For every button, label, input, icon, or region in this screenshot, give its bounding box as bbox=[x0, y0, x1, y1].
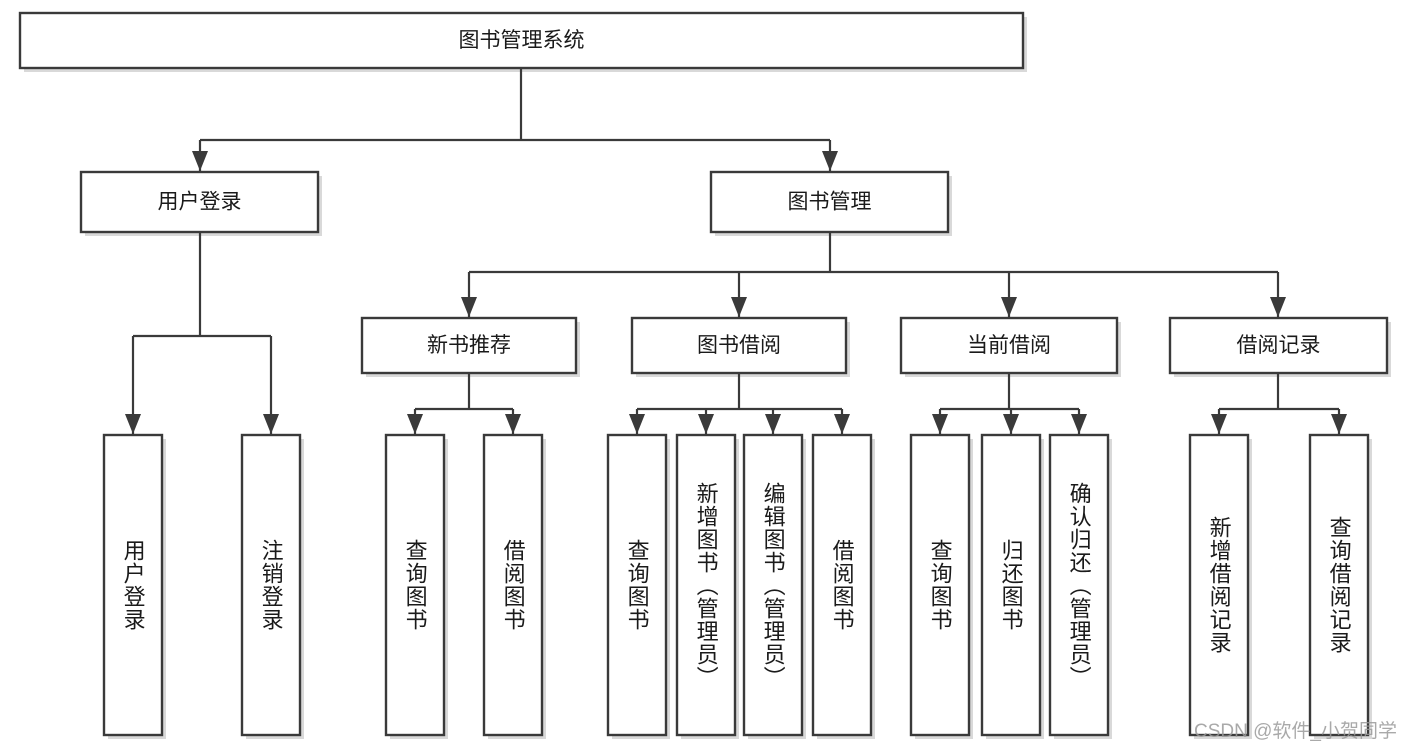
node-leaf-4[interactable] bbox=[606, 433, 668, 737]
node-label: 当前借阅 bbox=[967, 334, 1051, 357]
arrow-head-icon bbox=[1211, 414, 1227, 434]
node-label: 图书借阅 bbox=[697, 334, 781, 357]
node-level2-3[interactable] bbox=[1168, 316, 1389, 375]
arrow-head-icon bbox=[505, 414, 521, 434]
arrow-head-icon bbox=[765, 414, 781, 434]
node-leaf-12[interactable] bbox=[1308, 433, 1370, 737]
node-label: 用户登录 bbox=[158, 191, 242, 214]
arrow-head-icon bbox=[192, 151, 208, 171]
arrow-head-icon bbox=[1331, 414, 1347, 434]
node-level1-0[interactable] bbox=[79, 170, 320, 234]
arrow-head-icon bbox=[822, 151, 838, 171]
arrow-head-icon bbox=[461, 297, 477, 317]
arrow-head-icon bbox=[263, 414, 279, 434]
node-leaf-3[interactable] bbox=[482, 433, 544, 737]
node-label: 图书管理 bbox=[788, 191, 872, 214]
node-leaf-0[interactable] bbox=[102, 433, 164, 737]
node-leaf-11[interactable] bbox=[1188, 433, 1250, 737]
arrow-head-icon bbox=[1270, 297, 1286, 317]
node-leaf-5[interactable] bbox=[675, 433, 737, 737]
node-label: 借阅记录 bbox=[1237, 334, 1321, 357]
csdn-watermark: CSDN @软件_小贺同学 bbox=[1194, 721, 1397, 742]
node-level2-0[interactable] bbox=[360, 316, 578, 375]
connector-layer bbox=[125, 68, 1347, 434]
node-level2-1[interactable] bbox=[630, 316, 848, 375]
arrow-head-icon bbox=[407, 414, 423, 434]
node-leaf-7[interactable] bbox=[811, 433, 873, 737]
node-leaf-1[interactable] bbox=[240, 433, 302, 737]
arrow-head-icon bbox=[834, 414, 850, 434]
node-leaf-9[interactable] bbox=[980, 433, 1042, 737]
node-level1-1[interactable] bbox=[709, 170, 950, 234]
node-leaf-10[interactable] bbox=[1048, 433, 1110, 737]
arrow-head-icon bbox=[125, 414, 141, 434]
node-label: 新书推荐 bbox=[427, 334, 511, 357]
arrow-head-icon bbox=[1071, 414, 1087, 434]
arrow-head-icon bbox=[698, 414, 714, 434]
arrow-head-icon bbox=[731, 297, 747, 317]
node-box-layer bbox=[18, 11, 1389, 737]
arrow-head-icon bbox=[932, 414, 948, 434]
node-label: 图书管理系统 bbox=[459, 29, 585, 52]
node-leaf-2[interactable] bbox=[384, 433, 446, 737]
node-leaf-6[interactable] bbox=[742, 433, 804, 737]
arrow-head-icon bbox=[1001, 297, 1017, 317]
node-level2-2[interactable] bbox=[899, 316, 1119, 375]
node-root-图书管理系统[interactable] bbox=[18, 11, 1025, 70]
arrow-head-icon bbox=[629, 414, 645, 434]
node-leaf-8[interactable] bbox=[909, 433, 971, 737]
arrow-head-icon bbox=[1003, 414, 1019, 434]
